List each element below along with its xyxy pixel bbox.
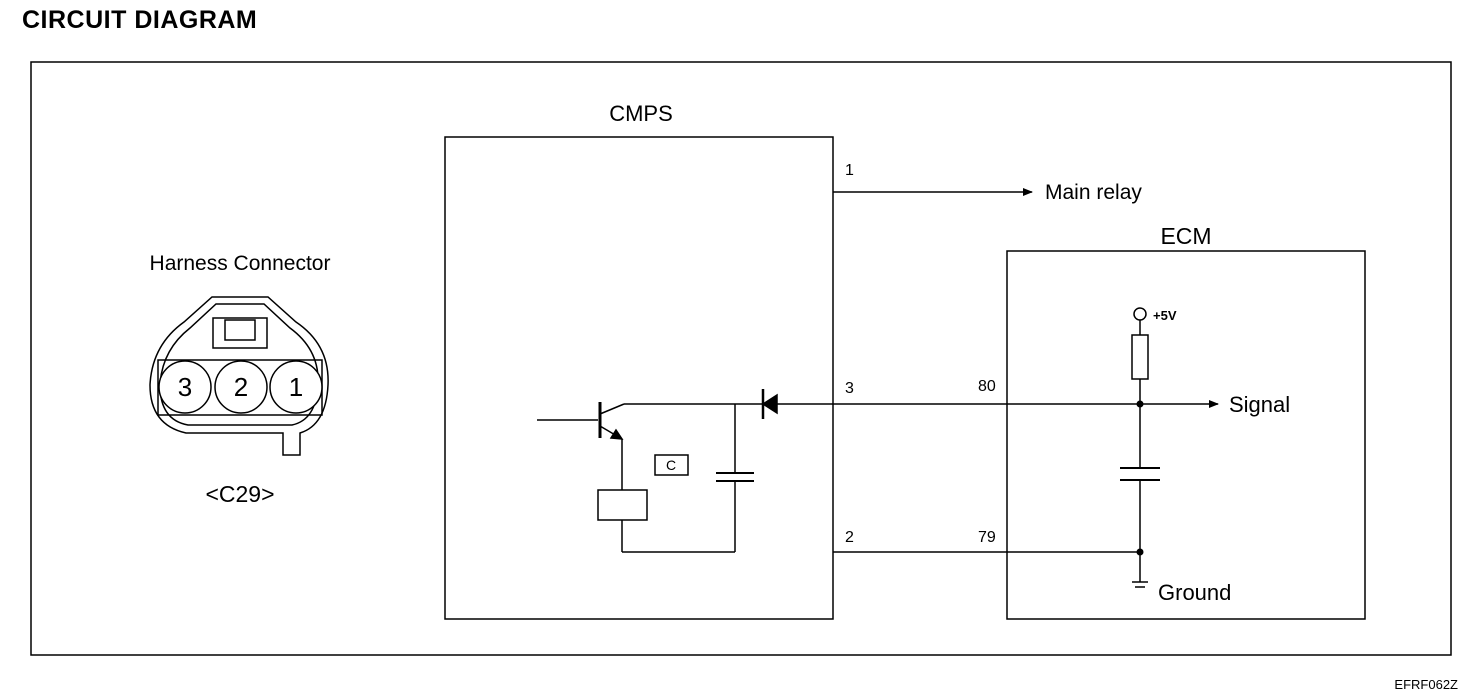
signal-label: Signal	[1229, 392, 1290, 417]
connector-pin-2: 2	[214, 360, 268, 414]
harness-connector: Harness Connector 3 2 1 <C29>	[149, 252, 331, 507]
ecm-block: ECM 80 79 +5V Signal Ground	[978, 223, 1366, 620]
connector-pin-3: 3	[158, 360, 212, 414]
connector-id: <C29>	[205, 481, 274, 507]
cmps-pin-2: 2	[845, 529, 854, 546]
ground-label: Ground	[1158, 580, 1231, 605]
signal-junction	[1136, 400, 1144, 408]
diode-symbol	[735, 389, 833, 419]
supply-label: +5V	[1153, 308, 1177, 323]
sensor-element	[597, 489, 648, 521]
diagram-frame	[30, 61, 1452, 656]
connector-latch-inner	[224, 319, 256, 341]
connector-latch	[212, 317, 268, 349]
ecm-internal	[1120, 307, 1219, 588]
ecm-box	[1006, 250, 1366, 620]
pin-label: 2	[234, 372, 248, 402]
component-c-label: C	[666, 457, 676, 473]
ecm-pin-79: 79	[978, 529, 996, 546]
connector-housing-inner	[159, 303, 319, 426]
cmps-label: CMPS	[609, 101, 673, 126]
wiring	[833, 188, 1140, 553]
pin-label: 1	[289, 372, 303, 402]
cmps-pin-1: 1	[845, 162, 854, 179]
connector-housing-outer	[149, 296, 329, 456]
transistor-symbol	[537, 402, 735, 553]
pullup-resistor	[1131, 334, 1149, 380]
pin-label: 3	[178, 372, 192, 402]
ground-junction	[1136, 548, 1144, 556]
ecm-pin-80: 80	[978, 378, 996, 395]
page-title: CIRCUIT DIAGRAM	[22, 6, 258, 34]
connector-heading: Harness Connector	[150, 252, 331, 275]
main-relay-label: Main relay	[1045, 181, 1142, 204]
component-c-box: C	[654, 454, 689, 476]
cmps-block: CMPS C	[444, 101, 854, 620]
connector-pin-1: 1	[269, 360, 323, 414]
cmps-box	[444, 136, 834, 620]
figure-code: EFRF062Z	[1394, 677, 1458, 692]
cmps-pin-3: 3	[845, 380, 854, 397]
capacitor-symbol	[716, 404, 754, 552]
ecm-label: ECM	[1160, 223, 1211, 249]
supply-terminal	[1133, 307, 1147, 321]
